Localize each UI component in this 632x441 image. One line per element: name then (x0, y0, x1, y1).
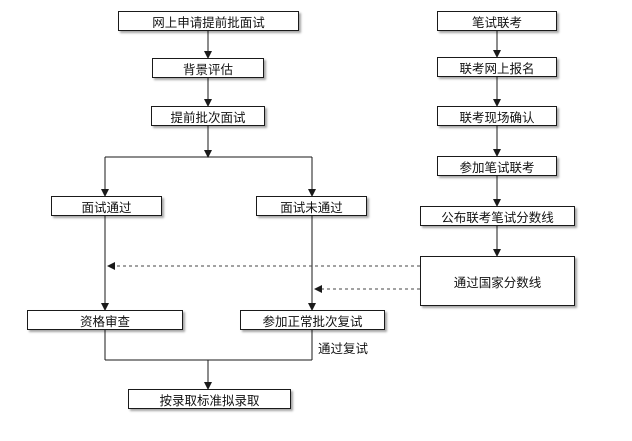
online-registration-box: 联考网上报名 (437, 57, 557, 77)
publish-cutoff-box: 公布联考笔试分数线 (420, 206, 575, 226)
early-interview-box: 提前批次面试 (151, 106, 265, 126)
apply-online-label: 网上申请提前批面试 (152, 14, 265, 30)
background-eval-label: 背景评估 (182, 61, 233, 77)
written-exam-box: 笔试联考 (437, 11, 557, 31)
background-eval-box: 背景评估 (152, 58, 264, 78)
regular-retest-label: 参加正常批次复试 (262, 313, 363, 329)
interview-passed-box: 面试通过 (51, 196, 162, 216)
onsite-confirm-label: 联考现场确认 (459, 109, 535, 125)
publish-cutoff-label: 公布联考笔试分数线 (441, 209, 554, 225)
admission-box: 按录取标准拟录取 (128, 389, 291, 409)
written-exam-label: 笔试联考 (471, 14, 522, 30)
interview-not-passed-label: 面试未通过 (280, 199, 343, 215)
national-cutoff-box: 通过国家分数线 (420, 256, 575, 306)
regular-retest-box: 参加正常批次复试 (240, 310, 385, 330)
national-cutoff-label: 通过国家分数线 (453, 274, 542, 290)
passed-retest-note: 通过复试 (318, 341, 369, 356)
qualification-review-label: 资格审查 (79, 313, 130, 329)
apply-online-box: 网上申请提前批面试 (118, 11, 299, 31)
admission-label: 按录取标准拟录取 (159, 392, 260, 408)
take-exam-box: 参加笔试联考 (437, 156, 557, 176)
interview-passed-label: 面试通过 (81, 199, 132, 215)
early-interview-label: 提前批次面试 (170, 109, 246, 125)
online-registration-label: 联考网上报名 (459, 60, 535, 76)
interview-not-passed-box: 面试未通过 (256, 196, 367, 216)
take-exam-label: 参加笔试联考 (459, 159, 535, 175)
qualification-review-box: 资格审查 (27, 310, 183, 330)
onsite-confirm-box: 联考现场确认 (437, 106, 557, 126)
